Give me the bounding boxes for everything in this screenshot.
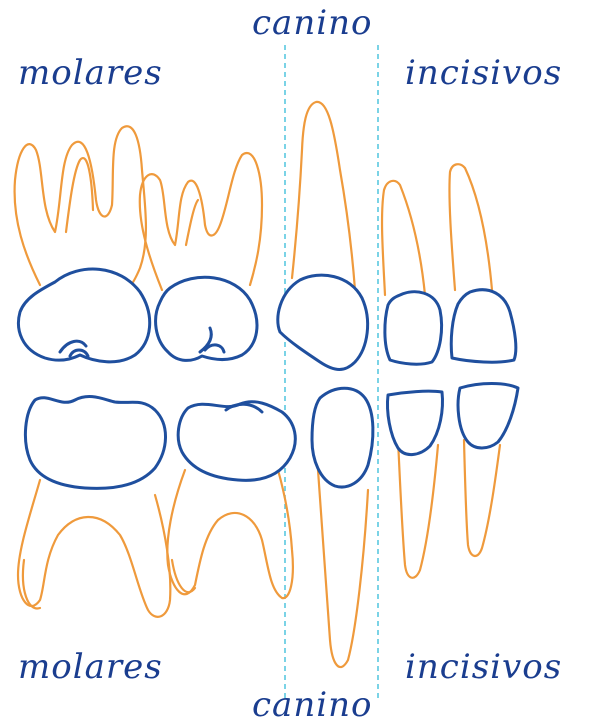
upper-canine-crown xyxy=(278,275,368,369)
upper-molar-1-root-inner xyxy=(66,158,93,232)
bottom-incisors-label: incisivos xyxy=(405,650,562,684)
top-molars-label: molares xyxy=(18,56,163,90)
upper-canine-root xyxy=(292,102,355,290)
upper-molar-2-root-inner xyxy=(186,200,198,245)
lower-incisor-1-crown xyxy=(387,391,442,454)
bottom-canine-label: canino xyxy=(252,688,372,722)
upper-incisor-1-root xyxy=(382,181,425,295)
upper-incisor-1-crown xyxy=(385,292,442,364)
lower-incisor-2-crown xyxy=(458,384,518,449)
lower-molar-1-roots xyxy=(18,480,170,617)
upper-incisor-2-root xyxy=(449,164,492,290)
lower-canine-crown xyxy=(312,388,373,487)
lower-molar-1-crown xyxy=(25,397,165,489)
upper-incisor-2-crown xyxy=(451,290,516,362)
bottom-molars-label: molares xyxy=(18,650,163,684)
top-incisors-label: incisivos xyxy=(405,56,562,90)
lower-incisor-2-root xyxy=(464,440,500,556)
upper-molar-2-roots xyxy=(140,153,262,290)
upper-molar-1-roots xyxy=(15,126,146,292)
lower-molar-2-crown xyxy=(178,402,295,481)
lower-canine-root xyxy=(318,470,368,667)
lower-molar-2-roots xyxy=(167,470,293,598)
top-canine-label: canino xyxy=(252,6,372,40)
lower-incisor-1-root xyxy=(398,440,438,578)
